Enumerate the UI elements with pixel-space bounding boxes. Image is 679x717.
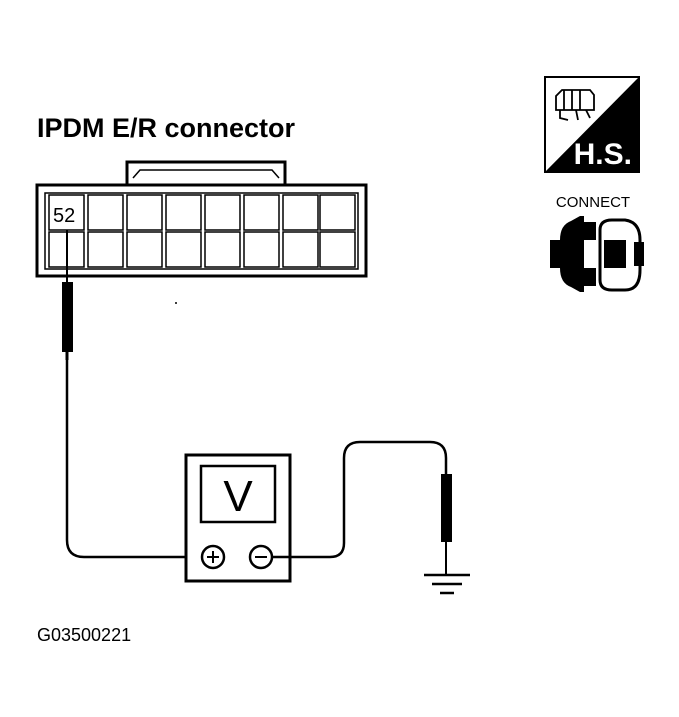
positive-lead-wire (65, 360, 200, 559)
connector-harness-icon (555, 89, 595, 121)
connect-icon (550, 216, 644, 292)
badge-text: H.S. (574, 138, 632, 171)
ground-symbol (424, 573, 470, 595)
voltmeter: V (184, 453, 292, 583)
figure-code: G03500221 (37, 625, 131, 645)
harness-side-badge: H.S. (544, 76, 640, 173)
negative-lead-wire (272, 440, 448, 559)
pin-52-label: 52 (53, 205, 75, 227)
ground-probe (441, 474, 452, 574)
ipdm-er-connector: 52 (35, 160, 368, 278)
voltmeter-label: V (223, 472, 253, 521)
scan-speck (175, 302, 177, 304)
positive-probe (62, 230, 73, 360)
diagram-title: IPDM E/R connector (37, 113, 296, 143)
connect-label: CONNECT (556, 194, 630, 211)
